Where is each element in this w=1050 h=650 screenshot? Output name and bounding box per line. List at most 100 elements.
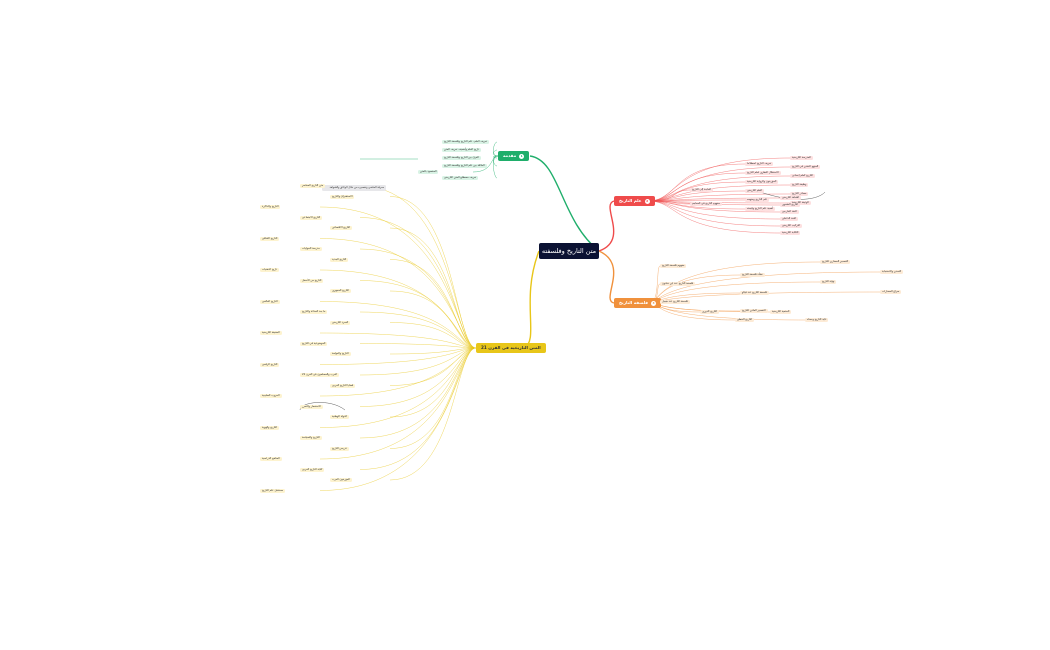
history-science-leaf[interactable]: علم التاريخ ومنهجه bbox=[745, 198, 770, 202]
century-leaf[interactable]: التاريخ والسياسة bbox=[300, 436, 322, 440]
century-leaf[interactable]: الحروب الصليبية bbox=[260, 394, 282, 398]
century-leaf[interactable]: كتابة التاريخ العربي bbox=[300, 467, 325, 472]
history-science-leaf[interactable]: الشاهد التاريخي bbox=[780, 196, 802, 200]
philosophy-leaf[interactable]: التفسير الحضاري للتاريخ bbox=[820, 260, 851, 264]
philosophy-leaf[interactable]: نهاية التاريخ bbox=[820, 280, 837, 284]
connector-line bbox=[389, 290, 477, 349]
connector-line bbox=[759, 191, 826, 200]
philosophy-leaf[interactable]: غاية التاريخ ومعناه bbox=[805, 318, 829, 322]
century-leaf[interactable]: الدولة الوطنية bbox=[330, 415, 350, 419]
century-leaf[interactable]: التاريخ والعولمة bbox=[330, 352, 351, 356]
century-leaf[interactable]: تاريخ الذهنيات bbox=[260, 268, 280, 272]
century-leaf[interactable]: التاريخ الرقمي bbox=[260, 362, 280, 367]
history-science-leaf[interactable]: الوثيقة التاريخية bbox=[790, 201, 811, 205]
intro-leaf[interactable]: تعريف مصطلح المتن التاريخي bbox=[442, 176, 479, 180]
connector-line bbox=[389, 196, 477, 349]
branch-history-science[interactable]: 2علم التاريخ bbox=[614, 196, 655, 206]
century-leaf[interactable]: قضايا التاريخ العربي bbox=[330, 383, 356, 388]
history-science-leaf[interactable]: وظيفة التاريخ bbox=[790, 183, 809, 187]
connector-line bbox=[319, 238, 477, 349]
century-leaf[interactable]: مدرسة الحوليات bbox=[300, 247, 322, 251]
connector-line bbox=[389, 347, 477, 449]
century-leaf[interactable]: التاريخ الاجتماعي bbox=[300, 215, 323, 220]
history-science-leaf[interactable]: تعريف التاريخ اصطلاحا bbox=[745, 162, 774, 166]
century-leaf[interactable]: متن التاريخ المعاصر bbox=[300, 184, 326, 188]
number-badge: 1 bbox=[519, 153, 525, 159]
connector-line bbox=[319, 347, 477, 365]
connector-line bbox=[389, 347, 477, 355]
philosophy-leaf[interactable]: التاريخ الدوري bbox=[700, 310, 719, 314]
century-leaf[interactable]: التاريخ الاقتصادي bbox=[330, 226, 353, 230]
philosophy-leaf[interactable]: الحتمية التاريخية bbox=[770, 310, 792, 314]
philosophy-leaf[interactable]: فلسفة التاريخ عند ابن خلدون bbox=[660, 282, 696, 286]
history-science-leaf[interactable]: مفهوم التاريخ في المعاجم bbox=[690, 202, 722, 206]
connector-line bbox=[359, 311, 477, 349]
intro-leaf[interactable]: تعريف العلم، علم التاريخ وفلسفة التاريخ bbox=[442, 140, 490, 144]
century-leaf[interactable]: المؤرخون العرب bbox=[330, 478, 352, 482]
connector-line bbox=[647, 200, 781, 234]
history-science-leaf[interactable]: المدرسة التاريخية bbox=[790, 156, 813, 160]
century-leaf[interactable]: التاريخ المجهري bbox=[330, 289, 351, 293]
connector-line bbox=[359, 217, 477, 349]
century-leaf[interactable]: التاريخ من الأسفل bbox=[300, 278, 324, 283]
century-leaf[interactable]: الاستعمار والتحرر bbox=[300, 404, 323, 409]
root-node[interactable]: متن التاريخ وفلسفته bbox=[539, 243, 599, 259]
branch-intro[interactable]: 1مقدمة bbox=[498, 151, 530, 161]
century-leaf[interactable]: المناهج الدراسية bbox=[260, 457, 282, 461]
century-leaf[interactable]: الاستشراق والتاريخ bbox=[330, 194, 355, 199]
history-science-leaf[interactable]: العلم التاريخي bbox=[745, 189, 765, 193]
connector-line bbox=[389, 259, 477, 349]
history-science-leaf[interactable]: أهمية علم التاريخ وقيمته bbox=[745, 207, 776, 211]
century-leaf[interactable]: السرد التاريخي bbox=[330, 320, 351, 325]
intro-leaf[interactable]: المقصود بالمتن bbox=[418, 170, 439, 174]
connector-line bbox=[359, 347, 477, 376]
history-science-leaf[interactable]: النقد الخارجي bbox=[780, 210, 799, 214]
history-science-leaf[interactable]: المؤرخون والرواية التاريخية bbox=[745, 180, 779, 184]
connector-line bbox=[598, 200, 615, 252]
century-leaf[interactable]: الحقيقة التاريخية bbox=[260, 331, 282, 335]
philosophy-leaf[interactable]: التاريخ الخطي bbox=[735, 318, 755, 322]
century-leaf[interactable]: التاريخ الجديد bbox=[330, 257, 349, 262]
connector-line bbox=[523, 250, 540, 349]
century-leaf[interactable]: الموضوعية في التاريخ bbox=[300, 341, 328, 346]
century-leaf[interactable]: تدريس التاريخ bbox=[330, 446, 349, 451]
connector-line bbox=[319, 332, 477, 349]
history-science-leaf[interactable]: الكتابة التاريخية bbox=[780, 231, 801, 235]
history-science-leaf[interactable]: التاريخ كعلم إنساني bbox=[790, 174, 815, 178]
connector-line bbox=[319, 269, 477, 349]
century-leaf[interactable]: ما بعد الحداثة والتاريخ bbox=[300, 310, 328, 314]
connector-line bbox=[647, 172, 746, 202]
connector-line bbox=[647, 200, 781, 206]
history-science-leaf[interactable]: النقد الداخلي bbox=[780, 217, 799, 221]
branch-label: فلسفة التاريخ bbox=[619, 300, 649, 305]
history-science-leaf[interactable]: مصادر التاريخ bbox=[790, 192, 809, 196]
connector-line bbox=[649, 271, 881, 304]
intro-leaf[interactable]: الفرق بين التاريخ وفلسفة التاريخ bbox=[442, 156, 481, 160]
philosophy-leaf[interactable]: مفهوم فلسفة التاريخ bbox=[660, 264, 687, 268]
century-leaf[interactable]: العرب والمسلمون في القرن 21 bbox=[300, 373, 339, 377]
history-science-leaf[interactable]: الاستقلال النظري لعلم التاريخ bbox=[745, 171, 781, 175]
philosophy-leaf[interactable]: نشأة فلسفة التاريخ bbox=[740, 273, 765, 277]
branch-philosophy[interactable]: 3فلسفة التاريخ bbox=[614, 298, 662, 308]
philosophy-leaf[interactable]: صراع الحضارات bbox=[880, 290, 902, 294]
century-leaf[interactable]: التاريخ الثقافي bbox=[260, 236, 280, 241]
history-science-leaf[interactable]: التاريخ الشفوي bbox=[780, 203, 801, 207]
intro-leaf[interactable]: تاريخ العلم وأهميته، تعريف المتن bbox=[442, 148, 482, 152]
philosophy-leaf[interactable]: فلسفة التاريخ عند هيجل bbox=[660, 300, 690, 304]
history-science-leaf[interactable]: المنهج النقدي في التاريخ bbox=[790, 165, 821, 169]
century-leaf[interactable]: التاريخ العالمي bbox=[260, 299, 280, 304]
connector-line bbox=[598, 250, 615, 304]
history-science-leaf[interactable]: الحاجة إلى التاريخ bbox=[690, 188, 714, 192]
century-leaf[interactable]: التاريخ والهوية bbox=[260, 425, 279, 430]
philosophy-leaf[interactable]: التفسير المادي للتاريخ bbox=[740, 309, 768, 313]
connector-line bbox=[647, 163, 746, 202]
history-science-leaf[interactable]: التركيب التاريخي bbox=[780, 224, 803, 228]
intro-leaf[interactable]: العلاقة بين علم التاريخ وفلسفة التاريخ bbox=[442, 164, 487, 168]
century-leaf[interactable]: التاريخ والذاكرة bbox=[260, 205, 281, 209]
philosophy-leaf[interactable]: التحدي والاستجابة bbox=[880, 270, 904, 274]
philosophy-leaf[interactable]: فلسفة التاريخ عند فيكو bbox=[740, 291, 769, 295]
century-leaf[interactable]: مستقبل علم التاريخ bbox=[260, 488, 286, 493]
branch-21st-century[interactable]: المتن التاريخية في القرن 21 bbox=[476, 343, 546, 353]
